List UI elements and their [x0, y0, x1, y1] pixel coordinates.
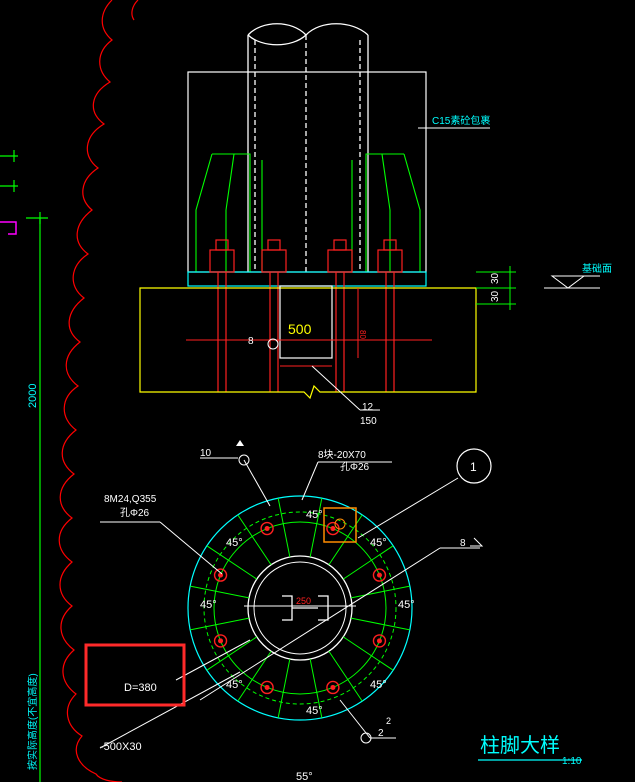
anchor-bolt-center [376, 638, 382, 644]
anchor-bolt-center [264, 684, 270, 690]
bottom-note: 55° [296, 771, 313, 782]
angle-label: 45° [370, 679, 387, 691]
foundation-block [139, 287, 477, 400]
rib-line [277, 658, 291, 718]
angle-label: 45° [226, 537, 243, 549]
drawing-title: 柱脚大样 [480, 734, 560, 757]
base-plate-spec: -500X30 [100, 741, 142, 753]
rebar-12: 12 [362, 402, 374, 413]
dim-30-a: 30 [490, 272, 501, 284]
callout-1: 1 [470, 460, 477, 474]
drawing-scale: 1:10 [562, 756, 582, 767]
bolt-circle [213, 521, 387, 695]
anchor-bolt [260, 521, 274, 536]
dim-500: 500 [288, 321, 312, 337]
angle-label: 45° [398, 599, 415, 611]
anchor-bolts-plan [213, 521, 387, 695]
label-foundation-top: 基础面 [582, 262, 612, 275]
rib-line [190, 585, 250, 599]
dim-250: 250 [296, 596, 311, 606]
anchor-bolt-center [218, 638, 224, 644]
anchor-bolt [213, 568, 228, 582]
orange-plate [323, 507, 357, 543]
ref-10: 10 [200, 448, 212, 459]
rib-line [309, 498, 323, 558]
left-vertical-note: 按实际高度(不宜高度) [26, 673, 39, 770]
ref-10-flag [236, 440, 244, 446]
rebar-150: 150 [360, 416, 377, 427]
rib-line [237, 650, 272, 702]
rib-line [350, 585, 410, 599]
ref-8-marker [267, 338, 279, 350]
plan-view [187, 495, 413, 721]
rib-line [328, 650, 363, 702]
anchor-bolt [372, 634, 387, 648]
angle-label: 45° [370, 537, 387, 549]
diameter-label: D=380 [124, 682, 157, 694]
plate-spec: 8块-20X70 [318, 449, 366, 461]
rib-line [350, 617, 410, 631]
angle-label: 45° [306, 509, 323, 521]
rib-line [277, 498, 291, 558]
shear-key-plan [282, 595, 329, 621]
orange-plate-hole [334, 518, 346, 530]
anchor-bolt [213, 634, 228, 648]
rib-line [206, 636, 258, 671]
rib-line [342, 545, 394, 580]
dim-2000: 2000 [27, 384, 39, 408]
anchor-bolt [260, 680, 274, 695]
magenta-mark [0, 221, 17, 235]
base-plate-elevation [187, 271, 427, 287]
rib-line [206, 545, 258, 580]
rebar-leader [311, 365, 361, 411]
ref-10-marker [238, 454, 250, 466]
label-c15: C15素砼包裹 [432, 114, 490, 127]
angle-label: 45° [306, 705, 323, 717]
plan-leaders [99, 457, 480, 749]
rib-line [309, 658, 323, 718]
anchor-bolt-center [330, 526, 336, 532]
ref-2-marker [360, 732, 372, 744]
anchor-bolt-center [376, 572, 382, 578]
bolt-spec: 8M24,Q355 [104, 494, 157, 505]
angle-label: 45° [200, 599, 217, 611]
rib-line [342, 636, 394, 671]
dashed-circle [203, 511, 397, 705]
revision-cloud-right-edge [131, 0, 139, 21]
stiffener-plates [195, 153, 421, 272]
angle-label: 45° [226, 679, 243, 691]
dim-30-b: 30 [490, 290, 501, 302]
ref-8-right: 8 [460, 538, 466, 549]
ref-8: 8 [248, 336, 254, 347]
anchor-bolt-center [330, 684, 336, 690]
rib-line [190, 617, 250, 631]
ref-2: 2 [378, 728, 384, 739]
foundation-top-marker [544, 275, 600, 289]
anchor-bolts-elevation [209, 239, 403, 392]
dim-80: 80 [358, 330, 367, 339]
base-plate-outer [187, 495, 413, 721]
left-tick-marks [0, 150, 48, 782]
steel-column [247, 23, 369, 272]
rib-line [237, 514, 272, 566]
anchor-bolt [372, 568, 387, 582]
shear-key [279, 285, 333, 359]
dim-30-group [476, 266, 516, 310]
ref-2-b: 2 [386, 716, 391, 726]
anchor-bolt-center [264, 526, 270, 532]
column-outer [247, 555, 353, 661]
anchor-bolt [326, 680, 340, 695]
plate-hole: 孔Φ26 [340, 461, 370, 473]
callout-circle-1 [456, 448, 492, 484]
rib-plates-plan [190, 498, 410, 718]
ref-8-right-flag [470, 537, 484, 547]
diameter-highlight-box [84, 643, 186, 707]
revision-cloud [58, 0, 123, 782]
angle-labels: 45° 45° 45° 45° 45° 45° 45° 45° [200, 509, 415, 717]
bolt-hole: 孔Φ26 [120, 507, 150, 519]
